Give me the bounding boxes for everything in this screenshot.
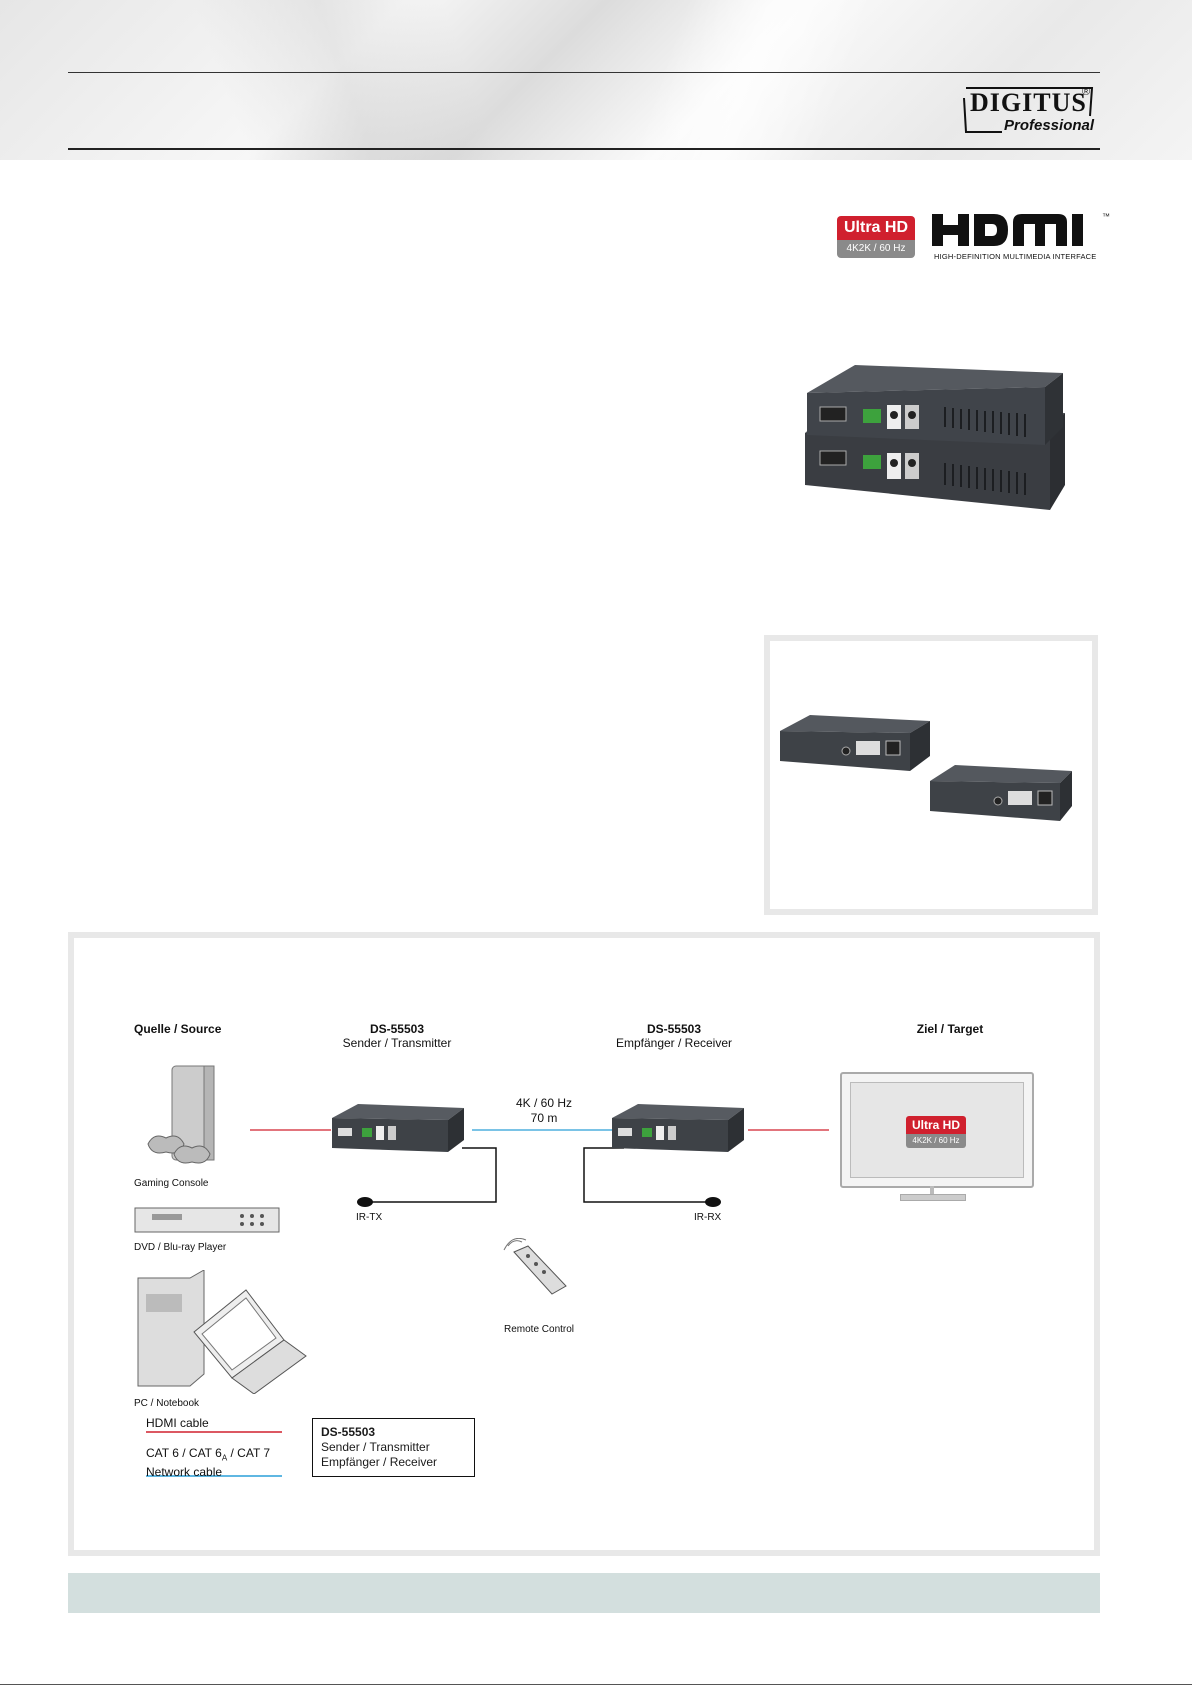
hdmi-logo: ™ HIGH-DEFINITION MULTIMEDIA INTERFACE — [932, 212, 1110, 262]
gaming-console-icon — [147, 1065, 215, 1164]
legend-box-tx: Sender / Transmitter — [321, 1440, 430, 1454]
tv-ultra-hd-badge: Ultra HD 4K2K / 60 Hz — [906, 1116, 966, 1148]
receiver-model: DS-55503 — [646, 1022, 702, 1036]
receiver-device-icon — [612, 1104, 744, 1152]
header-rule-top — [68, 72, 1100, 73]
footer-bar — [68, 1573, 1100, 1613]
diagram-lines-icon — [146, 1129, 829, 1477]
legend-network-cable: CAT 6 / CAT 6A / CAT 7 Network cable — [146, 1446, 270, 1479]
logo-frame-icon — [963, 87, 1094, 133]
transmitter-model: DS-55503 — [369, 1022, 425, 1036]
source-header: Quelle / Source — [134, 1022, 221, 1036]
extender-units-icon — [805, 365, 1065, 510]
source-gaming-console: Gaming Console — [134, 1178, 209, 1189]
tv-badge-sub: 4K2K / 60 Hz — [906, 1134, 966, 1148]
product-photo-stacked — [795, 335, 1070, 545]
legend-cat-second: / CAT 7 — [227, 1446, 271, 1460]
hdmi-trademark: ™ — [1102, 212, 1110, 221]
header-rule-bottom — [68, 148, 1100, 150]
ir-rx-label: IR-RX — [694, 1212, 722, 1223]
legend-cat-subscript: A — [221, 1453, 228, 1463]
remote-control-label: Remote Control — [504, 1324, 575, 1335]
legend-hdmi-cable: HDMI cable — [146, 1416, 209, 1430]
receiver-role: Empfänger / Receiver — [615, 1036, 733, 1050]
link-resolution: 4K / 60 Hz — [515, 1096, 573, 1110]
logo-sub: Professional — [1004, 117, 1095, 134]
ultra-hd-badge: Ultra HD 4K2K / 60 Hz — [837, 216, 915, 258]
transmitter-header: DS-55503 Sender / Transmitter — [332, 1022, 462, 1050]
dvd-player-icon — [134, 1207, 280, 1233]
ultra-hd-sub: 4K2K / 60 Hz — [837, 240, 915, 258]
target-header: Ziel / Target — [900, 1022, 1000, 1036]
source-dvd-player: DVD / Blu-ray Player — [134, 1242, 227, 1253]
connection-diagram: Quelle / Source DS-55503 Sender / Transm… — [68, 932, 1100, 1556]
extender-rear-units-icon — [780, 715, 1072, 821]
legend-box-rx: Empfänger / Receiver — [321, 1455, 438, 1469]
legend-device-box: DS-55503 Sender / Transmitter Empfänger … — [312, 1418, 475, 1477]
logo-registered: ® — [1082, 86, 1091, 98]
digitus-logo: DIGITUS ® Professional — [962, 86, 1098, 136]
legend-network-text: Network cable — [146, 1465, 223, 1480]
tv-stand-base — [900, 1194, 966, 1201]
header-background — [0, 0, 1192, 160]
source-header-text: Quelle / Source — [134, 1022, 222, 1036]
hdmi-wordmark-icon — [932, 214, 1083, 246]
link-label: 4K / 60 Hz 70 m — [494, 1096, 594, 1126]
tv-stand-neck — [930, 1186, 934, 1196]
legend-cat-first: CAT 6 / CAT 6 — [146, 1446, 222, 1460]
remote-control-icon — [503, 1238, 567, 1295]
link-distance: 70 m — [530, 1111, 558, 1125]
ultra-hd-title: Ultra HD — [837, 216, 915, 240]
ir-tx-label: IR-TX — [356, 1212, 383, 1223]
receiver-header: DS-55503 Empfänger / Receiver — [604, 1022, 744, 1050]
logo-word: DIGITUS — [970, 88, 1087, 117]
target-header-text: Ziel / Target — [916, 1022, 984, 1036]
legend-box-model: DS-55503 — [321, 1425, 376, 1439]
transmitter-device-icon — [332, 1104, 464, 1152]
tv-badge-title: Ultra HD — [906, 1116, 966, 1134]
transmitter-role: Sender / Transmitter — [342, 1036, 452, 1050]
target-tv: Ultra HD 4K2K / 60 Hz — [840, 1072, 1034, 1188]
product-photo-rear-box — [764, 635, 1098, 915]
hdmi-subtitle: HIGH-DEFINITION MULTIMEDIA INTERFACE — [934, 252, 1097, 261]
pc-notebook-icon — [137, 1270, 307, 1394]
source-pc-notebook: PC / Notebook — [134, 1398, 200, 1409]
